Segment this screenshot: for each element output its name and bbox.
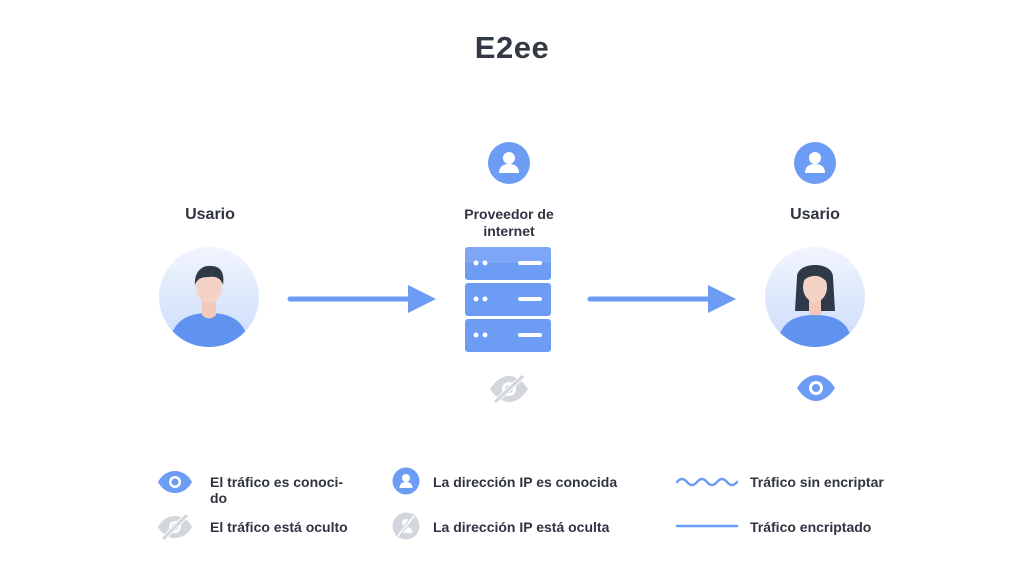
legend-straight-line-icon [675,524,739,528]
isp-eye-slash-icon [490,374,528,404]
legend-ip-known: La dirección IP es conocida [433,474,618,490]
user-left-label: Usario [185,206,235,223]
legend-eye-icon [158,471,192,493]
legend-wavy-line-icon [675,477,739,487]
legend-traffic-known-line2: do [210,490,228,506]
user-right-person-icon [794,142,836,184]
diagram-title: E2ee [474,30,550,65]
isp-label-line2: internet [483,223,535,239]
legend-encrypted: Tráfico encriptado [750,519,872,535]
isp-label: Proveedor de internet [440,206,578,240]
legend-person-icon [392,467,420,495]
user-left-avatar [159,247,259,347]
isp-person-icon [488,142,530,184]
user-right-label: Usario [790,206,840,223]
legend-person-slash-icon [392,512,420,540]
legend-traffic-known-line1: El tráfico es conoci- [210,474,344,490]
legend-traffic-hidden: El tráfico está oculto [210,519,348,535]
isp-label-line1: Proveedor de [464,206,554,222]
legend-traffic-known: El tráfico es conoci- do [210,474,343,506]
user-right-avatar [765,247,865,347]
legend-ip-hidden: La dirección IP está oculta [433,519,610,535]
server-icon [465,247,551,352]
arrow-isp-to-user [587,285,736,313]
legend-eye-slash-icon [158,513,192,541]
user-right-eye-icon [797,375,835,401]
legend-unencrypted: Tráfico sin encriptar [750,474,884,490]
arrow-user-to-isp [287,285,436,313]
